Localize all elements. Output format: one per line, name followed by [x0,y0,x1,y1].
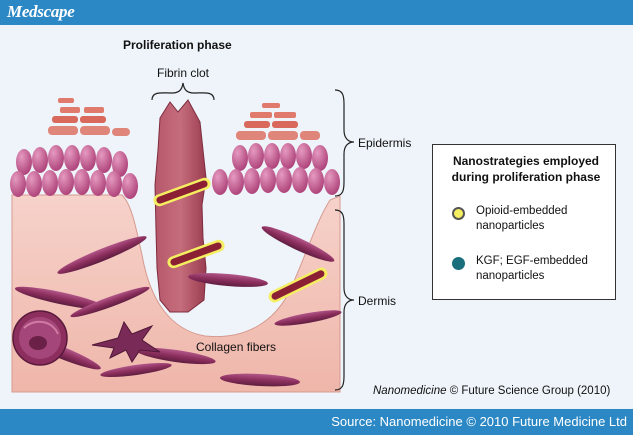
figure-credit: Nanomedicine © Future Science Group (201… [373,385,610,397]
legend-title: Nanostrategies employed during prolifera… [451,154,601,184]
collagen-fibers-label: Collagen fibers [196,340,277,354]
epidermis-brace [334,89,355,197]
fibrin-clot-brace [151,82,215,101]
dermis-label: Dermis [358,294,396,308]
legend-box: Nanostrategies employed during prolifera… [432,144,616,300]
round-cell [12,310,68,366]
source-text: Source: Nanomedicine © 2010 Future Medic… [331,414,627,429]
opioid-nanoparticle-rods [153,177,328,303]
header-bar: Medscape [0,0,633,25]
diagram-title: Proliferation phase [123,38,232,52]
kgf-egf-nanoparticle-icon [452,257,465,270]
medscape-logo: Medscape [7,2,75,21]
dermis-brace [334,209,355,391]
credit-journal: Nanomedicine [373,385,447,397]
footer-bar: Source: Nanomedicine © 2010 Future Medic… [0,409,633,435]
epidermis-cells-right [212,143,340,195]
opioid-nanoparticle-icon [452,207,465,220]
legend-item-opioid: Opioid-embedded nanoparticles [476,205,568,232]
fibrin-clot-label: Fibrin clot [157,66,210,80]
legend-item-kgf-egf: KGF; EGF-embedded nanoparticles [476,255,588,282]
epidermis-label: Epidermis [358,136,412,150]
epidermis-flat-cells-right [236,103,320,140]
fibroblast-cell [91,320,161,363]
epidermis-flat-cells-left [48,98,130,136]
credit-rest: © Future Science Group (2010) [446,385,611,397]
epidermis-cells-left [10,145,138,199]
